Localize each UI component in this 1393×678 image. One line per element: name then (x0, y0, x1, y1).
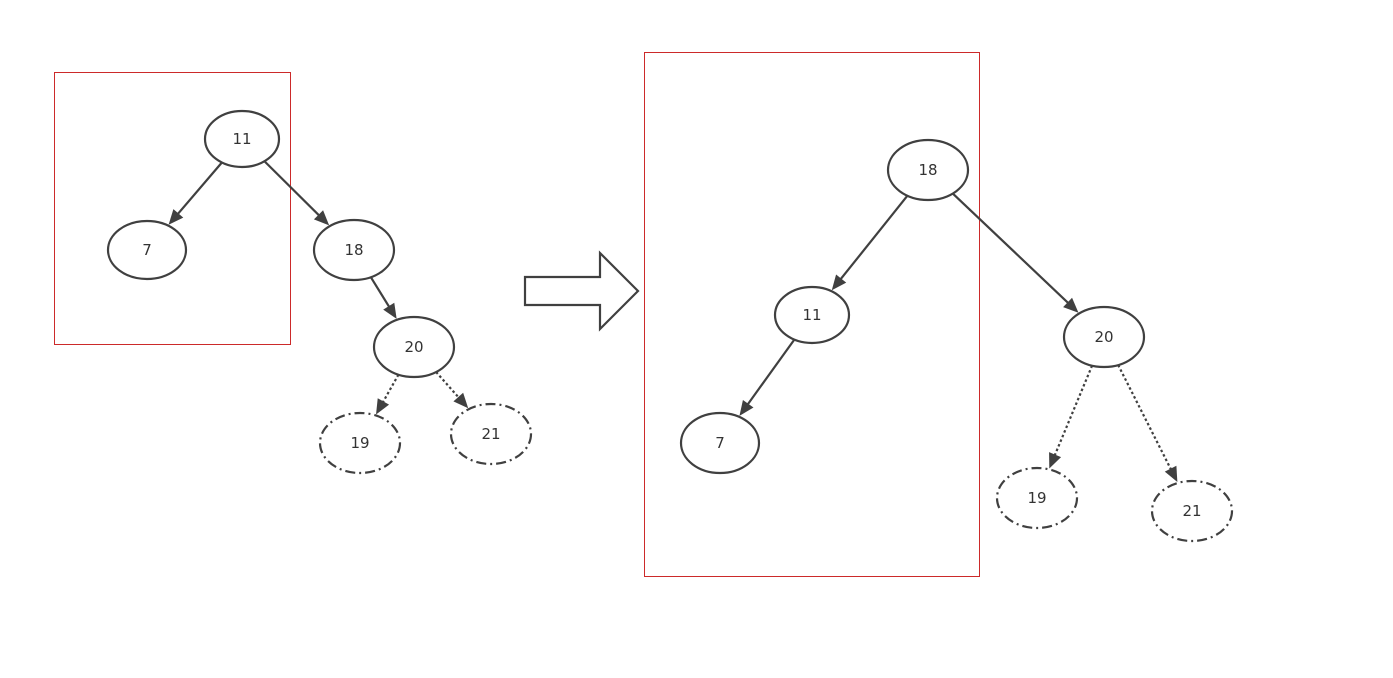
after-edge-18-to-11-arrowhead-icon (831, 274, 847, 291)
before-edge-20-to-19 (379, 374, 400, 408)
after-node-19-shape (995, 466, 1079, 530)
after-node-21-label: 21 (1182, 502, 1201, 520)
before-edge-11-to-7 (173, 161, 223, 219)
edges-layer (168, 160, 1178, 483)
after-node-11: 11 (773, 285, 851, 345)
before-edge-18-to-20-arrowhead-icon (383, 302, 397, 319)
after-node-7-label: 7 (715, 434, 725, 452)
after-edge-20-to-19-arrowhead-icon (1049, 452, 1062, 469)
after-edge-18-to-20 (952, 192, 1073, 308)
before-node-19-label: 19 (350, 434, 369, 452)
transform-arrow-icon (523, 250, 640, 332)
after-node-7-shape (679, 411, 761, 475)
before-node-7-label: 7 (142, 241, 152, 259)
after-edge-11-to-7-arrowhead-icon (739, 399, 754, 416)
after-edge-18-to-11 (836, 195, 909, 284)
before-node-7-shape (106, 219, 188, 281)
before-edge-20-to-21-arrowhead-icon (453, 392, 469, 409)
before-node-19-shape (318, 411, 402, 475)
before-node-18-shape (312, 218, 396, 282)
after-node-11-shape (773, 285, 851, 345)
before-edge-11-to-7-arrowhead-icon (168, 209, 184, 225)
before-node-7: 7 (106, 219, 188, 281)
before-node-11-shape (203, 109, 281, 169)
after-node-19: 19 (995, 466, 1079, 530)
before-edge-20-to-21 (435, 371, 464, 403)
highlight-box-before (54, 72, 291, 345)
before-node-18-label: 18 (344, 241, 363, 259)
nodes-layer: 11 7 18 20 19 21 18 11 7 20 19 21 (106, 109, 1234, 543)
before-edge-20-to-19-arrowhead-icon (376, 398, 390, 415)
before-edge-11-to-18 (263, 160, 324, 220)
highlight-box-after (644, 52, 980, 577)
before-node-21-shape (449, 402, 533, 466)
before-edge-18-to-20 (369, 276, 393, 312)
before-node-21: 21 (449, 402, 533, 466)
after-node-21-shape (1150, 479, 1234, 543)
after-node-20: 20 (1062, 305, 1146, 369)
after-edge-18-to-20-arrowhead-icon (1063, 297, 1079, 313)
after-edge-20-to-21 (1117, 364, 1175, 475)
after-node-20-shape (1062, 305, 1146, 369)
after-node-7: 7 (679, 411, 761, 475)
after-node-20-label: 20 (1094, 328, 1113, 346)
after-node-11-label: 11 (802, 306, 821, 324)
after-edge-20-to-21-arrowhead-icon (1164, 465, 1178, 483)
after-edge-20-to-19 (1051, 365, 1094, 461)
after-node-18: 18 (886, 138, 970, 202)
after-node-19-label: 19 (1027, 489, 1046, 507)
before-node-20: 20 (372, 315, 456, 379)
after-node-18-label: 18 (918, 161, 937, 179)
after-node-21: 21 (1150, 479, 1234, 543)
before-edge-11-to-18-arrowhead-icon (313, 210, 330, 226)
before-node-19: 19 (318, 411, 402, 475)
before-node-18: 18 (312, 218, 396, 282)
before-node-11: 11 (203, 109, 281, 169)
after-node-18-shape (886, 138, 970, 202)
after-edge-11-to-7 (743, 338, 796, 410)
before-node-20-shape (372, 315, 456, 379)
before-node-20-label: 20 (404, 338, 423, 356)
before-node-11-label: 11 (232, 130, 251, 148)
before-node-21-label: 21 (481, 425, 500, 443)
